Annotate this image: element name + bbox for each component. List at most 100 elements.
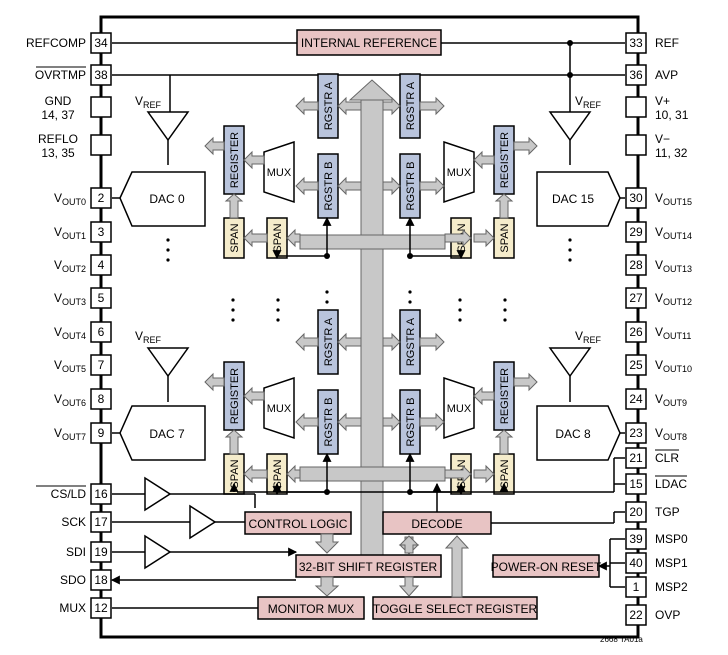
svg-text:26: 26 — [629, 325, 643, 339]
bus-arrow — [286, 464, 301, 484]
bus-arrow — [224, 429, 244, 455]
svg-text:SPAN: SPAN — [229, 223, 241, 252]
svg-text:MSP1: MSP1 — [655, 556, 688, 570]
svg-text:OVP: OVP — [655, 608, 680, 622]
svg-text:MSP2: MSP2 — [655, 580, 688, 594]
vref-buffer-right-top: VREF — [548, 94, 602, 142]
svg-text:REGISTER: REGISTER — [499, 132, 511, 188]
svg-text:VOUT13: VOUT13 — [655, 258, 692, 274]
svg-text:VOUT1: VOUT1 — [54, 225, 86, 241]
bus-arrow — [494, 429, 514, 455]
svg-text:REGISTER: REGISTER — [499, 368, 511, 424]
svg-text:12: 12 — [94, 601, 108, 615]
svg-text:SPAN: SPAN — [499, 459, 511, 488]
bus-arrow — [494, 193, 514, 219]
span-block: SPAN — [223, 217, 245, 259]
svg-text:DAC 15: DAC 15 — [552, 192, 594, 206]
input-buffers — [144, 476, 217, 570]
bus-arrow — [473, 150, 495, 170]
bus-arrow — [382, 332, 401, 352]
svg-text:19: 19 — [94, 545, 108, 559]
bus-arrow — [295, 96, 319, 116]
svg-text:RGSTR A: RGSTR A — [405, 81, 417, 130]
svg-text:MUX: MUX — [447, 167, 472, 179]
svg-text:SDI: SDI — [66, 545, 86, 559]
svg-text:11, 32: 11, 32 — [655, 146, 688, 160]
svg-text:DAC 0: DAC 0 — [149, 192, 185, 206]
bus-arrows-bottom — [314, 533, 470, 598]
bus-arrow — [473, 464, 495, 484]
svg-text:VOUT0: VOUT0 — [54, 191, 86, 207]
bus-arrow — [286, 228, 301, 248]
internal-reference-block: INTERNAL REFERENCE — [296, 29, 442, 56]
svg-text:TOGGLE SELECT REGISTER: TOGGLE SELECT REGISTER — [373, 602, 538, 616]
svg-text:25: 25 — [629, 358, 643, 372]
svg-text:TGP: TGP — [655, 505, 680, 519]
svg-text:34: 34 — [94, 36, 108, 50]
left-pin: 34 REFCOMP — [26, 32, 112, 54]
bus-arrow — [444, 464, 472, 484]
svg-text:38: 38 — [94, 68, 108, 82]
svg-text:16: 16 — [94, 487, 108, 501]
svg-text:DAC 8: DAC 8 — [555, 427, 591, 441]
svg-text:5: 5 — [98, 291, 105, 305]
svg-text:VOUT5: VOUT5 — [54, 358, 86, 374]
svg-text:SCK: SCK — [61, 515, 86, 529]
bus-arrow — [243, 228, 268, 248]
svg-text:MSP0: MSP0 — [655, 532, 688, 546]
svg-text:17: 17 — [94, 515, 108, 529]
register-block: REGISTER — [223, 361, 245, 431]
bus-arrow — [204, 136, 225, 156]
svg-text:RGSTR B: RGSTR B — [405, 162, 417, 211]
svg-text:28: 28 — [629, 258, 643, 272]
control-logic-block: CONTROL LOGIC — [244, 511, 352, 535]
decode-block: DECODE — [382, 511, 492, 535]
svg-text:MUX: MUX — [267, 167, 292, 179]
left-pin: 4 VOUT2 — [54, 254, 112, 276]
bus-arrow — [337, 412, 362, 432]
svg-text:REFCOMP: REFCOMP — [26, 36, 86, 50]
svg-text:23: 23 — [629, 426, 643, 440]
svg-text:10, 31: 10, 31 — [655, 108, 689, 122]
left-pin: 18 SDO — [60, 569, 112, 591]
bus-arrow — [444, 228, 472, 248]
vref-buffer-left-bottom: VREF — [135, 329, 190, 378]
svg-text:DECODE: DECODE — [411, 517, 462, 531]
bus-arrow — [337, 332, 362, 352]
svg-text:18: 18 — [94, 573, 108, 587]
svg-text:VOUT15: VOUT15 — [655, 191, 692, 207]
channel-ellipsis — [166, 238, 572, 322]
bus-arrow — [204, 372, 225, 392]
bus-arrow — [243, 386, 265, 406]
bus-arrow — [337, 96, 362, 116]
bus-arrow — [243, 150, 265, 170]
svg-text:15: 15 — [629, 477, 643, 491]
dac-15: DAC 15 — [536, 171, 621, 227]
bus-arrow — [419, 412, 445, 432]
svg-text:RGSTR A: RGSTR A — [405, 317, 417, 366]
svg-text:VOUT2: VOUT2 — [54, 258, 86, 274]
svg-text:CLR: CLR — [655, 451, 679, 465]
bus-arrow — [473, 228, 495, 248]
svg-text:MUX: MUX — [267, 403, 292, 415]
svg-text:4: 4 — [98, 258, 105, 272]
svg-text:MONITOR MUX: MONITOR MUX — [268, 602, 354, 616]
svg-text:SPAN: SPAN — [272, 223, 284, 252]
bus-arrow — [243, 464, 268, 484]
svg-text:VOUT7: VOUT7 — [54, 426, 86, 442]
footnote: 2668 TA01a — [600, 635, 643, 644]
svg-text:SDO: SDO — [60, 573, 86, 587]
